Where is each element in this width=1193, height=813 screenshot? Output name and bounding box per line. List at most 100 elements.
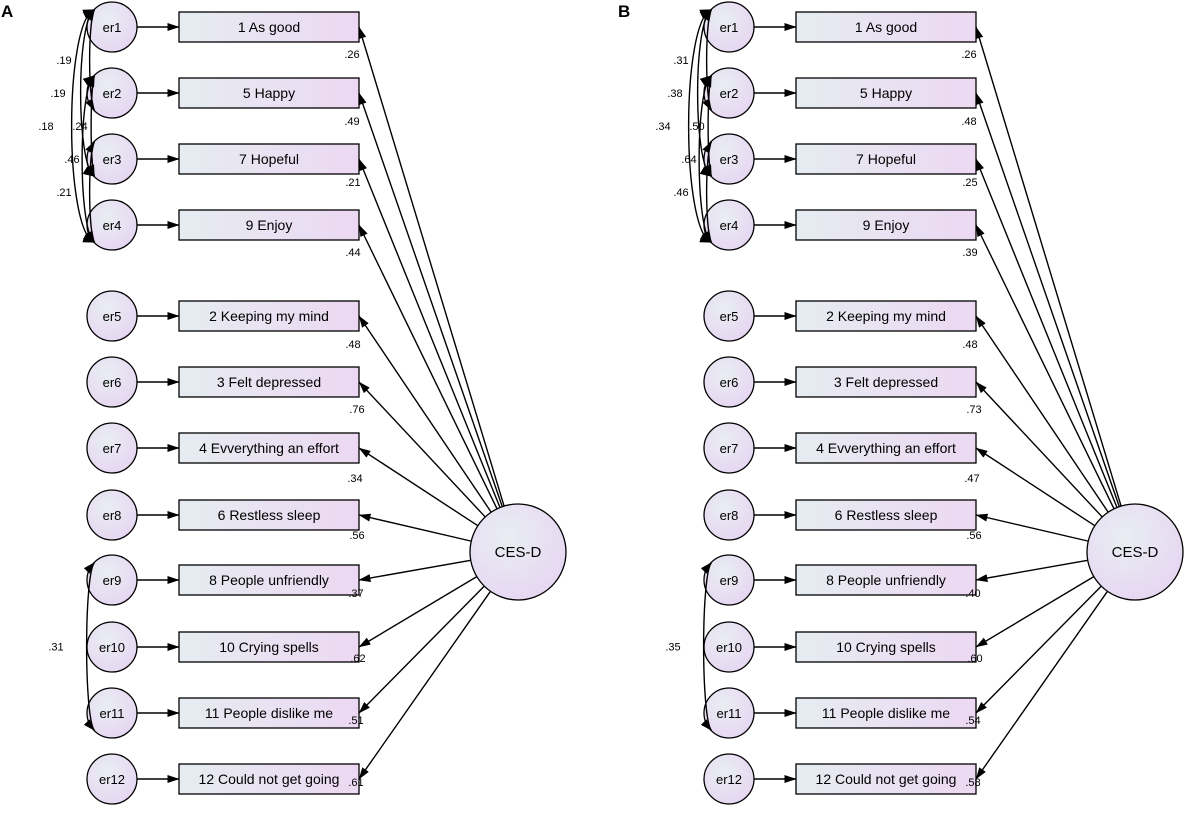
indicator-box (178, 11, 360, 43)
error-term-label: er12 (99, 772, 125, 787)
error-term-label: er7 (103, 441, 122, 456)
covariance-value: .24 (72, 121, 87, 133)
covariance-value: .31 (673, 55, 688, 67)
indicator-label: 7 Hopeful (856, 151, 916, 167)
indicator-box (178, 209, 360, 241)
covariance-value: .38 (667, 88, 682, 100)
factor-loading-value: .54 (965, 715, 980, 727)
factor-loading-value: .34 (347, 473, 362, 485)
factor-loading-arrow (358, 585, 485, 714)
indicator-box (178, 143, 360, 175)
factor-loading-value: .47 (964, 473, 979, 485)
covariance-curve (85, 141, 96, 243)
indicator-label: 11 People dislike me (822, 705, 950, 721)
indicator-label: 3 Felt depressed (217, 374, 321, 390)
indicator-box (795, 143, 977, 175)
indicator-label: 5 Happy (243, 85, 295, 101)
factor-loading-arrow (975, 92, 1120, 507)
error-term-label: er4 (720, 218, 739, 233)
factor-loading-value: .51 (348, 715, 363, 727)
factor-loading-value: .48 (961, 116, 976, 128)
factor-loading-value: .76 (349, 404, 364, 416)
factor-loading-value: .61 (348, 777, 363, 789)
factor-loading-arrow (358, 513, 472, 542)
indicator-label: 10 Crying spells (836, 639, 936, 655)
covariance-curve (83, 562, 96, 731)
latent-factor-label: CES-D (1112, 544, 1159, 561)
factor-loading-arrow (975, 590, 1109, 780)
factor-loading-arrow (358, 92, 503, 507)
factor-loading-arrow (975, 585, 1102, 714)
indicator-box (795, 697, 977, 729)
factor-loading-arrow (358, 590, 492, 780)
error-term-label: er9 (103, 573, 122, 588)
indicator-label: 12 Could not get going (816, 771, 957, 787)
covariance-value: .46 (673, 187, 688, 199)
error-term-label: er6 (720, 375, 739, 390)
indicator-box (795, 432, 977, 464)
factor-loading-value: .37 (348, 588, 363, 600)
factor-loading-arrow (975, 559, 1088, 582)
indicator-label: 2 Keeping my mind (209, 308, 329, 324)
factor-loading-value: .58 (965, 777, 980, 789)
covariance-value: .18 (38, 121, 53, 133)
indicator-box (795, 77, 977, 109)
latent-factor-label: CES-D (495, 544, 542, 561)
factor-loading-arrow (358, 447, 479, 527)
factor-loading-value: .56 (966, 530, 981, 542)
factor-loading-value: .62 (350, 653, 365, 665)
indicator-box (178, 763, 360, 795)
factor-loading-arrow (358, 576, 478, 648)
factor-loading-arrow (358, 559, 471, 582)
error-term-label: er2 (720, 86, 739, 101)
factor-loading-arrow (975, 381, 1103, 518)
error-term-label: er6 (103, 375, 122, 390)
indicator-label: 10 Crying spells (219, 639, 319, 655)
indicator-label: 4 Evverything an effort (199, 440, 339, 456)
latent-factor-circle (1086, 503, 1184, 601)
indicator-label: 11 People dislike me (205, 705, 333, 721)
indicator-box (795, 631, 977, 663)
indicator-box (178, 432, 360, 464)
indicator-box (178, 300, 360, 332)
factor-loading-value: .39 (962, 247, 977, 259)
error-term-label: er9 (720, 573, 739, 588)
indicator-box (795, 300, 977, 332)
error-term-label: er12 (716, 772, 742, 787)
error-term-label: er5 (103, 309, 122, 324)
indicator-box (795, 499, 977, 531)
covariance-value: .34 (655, 121, 670, 133)
covariance-value: .19 (56, 55, 71, 67)
factor-loading-arrow (975, 513, 1089, 542)
indicator-label: 9 Enjoy (246, 217, 293, 233)
indicator-label: 5 Happy (860, 85, 912, 101)
indicator-label: 8 People unfriendly (826, 572, 946, 588)
indicator-box (795, 763, 977, 795)
factor-loading-arrow (975, 576, 1095, 648)
factor-loading-arrow (975, 26, 1122, 507)
indicator-box (178, 631, 360, 663)
error-term-label: er3 (103, 152, 122, 167)
indicator-box (178, 77, 360, 109)
indicator-label: 1 As good (238, 19, 300, 35)
indicator-box (178, 499, 360, 531)
panel-letter: A (1, 2, 13, 21)
covariance-value: .31 (48, 642, 63, 654)
factor-loading-value: .21 (345, 177, 360, 189)
factor-loading-value: .25 (962, 177, 977, 189)
covariance-value: .46 (64, 154, 79, 166)
panel-letter: B (618, 2, 630, 21)
factor-loading-arrow (358, 315, 492, 513)
error-term-label: er1 (103, 20, 122, 35)
error-term-label: er10 (99, 640, 125, 655)
error-term-label: er11 (716, 706, 741, 721)
covariance-value: .64 (681, 154, 696, 166)
indicator-box (178, 564, 360, 596)
indicator-box (795, 564, 977, 596)
indicator-label: 6 Restless sleep (835, 507, 938, 523)
covariance-value: .35 (665, 642, 680, 654)
factor-loading-arrow (358, 224, 498, 510)
covariance-value: .50 (689, 121, 704, 133)
factor-loading-value: .56 (349, 530, 364, 542)
